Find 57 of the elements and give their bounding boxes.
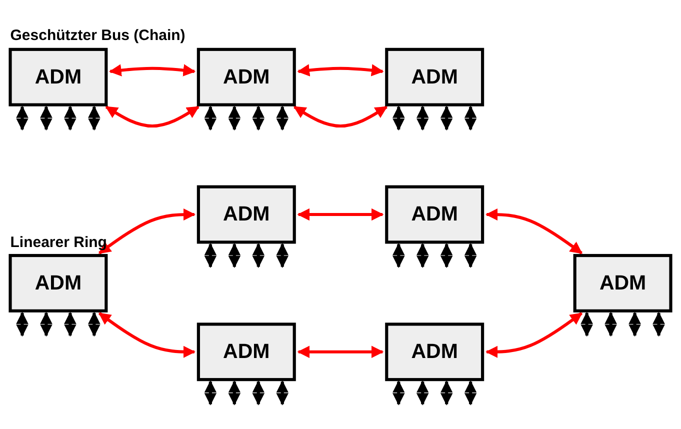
tributary-arrow: [416, 106, 429, 131]
arrow: [297, 64, 384, 76]
tributary-arrow: [276, 106, 289, 131]
tributary-arrow: [440, 106, 453, 131]
tributary-arrow: [392, 380, 405, 406]
section-heading: Linearer Ring: [10, 234, 107, 250]
tributary-arrow: [16, 106, 28, 131]
tributary-arrow: [464, 243, 477, 268]
adm-box: ADM: [196, 322, 296, 382]
tributary-arrow: [252, 106, 265, 131]
adm-box: ADM: [385, 322, 484, 382]
tributary-arrow: [228, 243, 241, 268]
tributary-arrow: [440, 380, 453, 406]
tributary-arrow: [416, 380, 429, 406]
arrow: [109, 64, 196, 76]
adm-box: ADM: [385, 48, 484, 106]
tributary-arrow: [464, 380, 477, 406]
tributary-arrow: [88, 312, 100, 337]
tributary-arrow: [464, 106, 477, 131]
tributary-arrow: [40, 312, 52, 337]
tributary-arrow: [40, 106, 52, 131]
tributary-arrow: [392, 106, 405, 131]
tributary-arrow: [204, 106, 217, 131]
arrow: [297, 208, 384, 221]
tributary-arrow: [604, 312, 617, 337]
adm-box: ADM: [196, 185, 296, 244]
tributary-arrow: [64, 106, 76, 131]
arrow: [293, 106, 388, 128]
tributary-arrow: [580, 312, 593, 337]
tributary-arrow: [16, 312, 28, 337]
tributary-arrow: [276, 380, 289, 406]
tributary-arrow: [228, 380, 241, 406]
tributary-arrow: [88, 106, 100, 131]
tributary-arrow: [416, 243, 429, 268]
arrow: [485, 312, 583, 358]
adm-box: ADM: [196, 48, 296, 106]
tributary-arrow: [204, 380, 217, 406]
adm-box: ADM: [573, 254, 672, 312]
tributary-arrow: [252, 243, 265, 268]
adm-box: ADM: [8, 48, 108, 106]
adm-box: ADM: [8, 254, 108, 312]
tributary-arrow: [204, 243, 217, 268]
tributary-arrow: [252, 380, 265, 406]
arrow: [105, 106, 200, 128]
tributary-arrow: [440, 243, 453, 268]
arrow: [98, 208, 196, 254]
tributary-arrow: [228, 106, 241, 131]
adm-box: ADM: [385, 185, 484, 244]
arrow: [98, 312, 196, 358]
tributary-arrow: [64, 312, 76, 337]
tributary-arrow: [392, 243, 405, 268]
arrow: [297, 346, 384, 358]
arrow: [485, 208, 583, 254]
tributary-arrow: [652, 312, 665, 337]
section-heading: Geschützter Bus (Chain): [10, 27, 186, 44]
tributary-arrow: [276, 243, 289, 268]
tributary-arrow: [628, 312, 641, 337]
